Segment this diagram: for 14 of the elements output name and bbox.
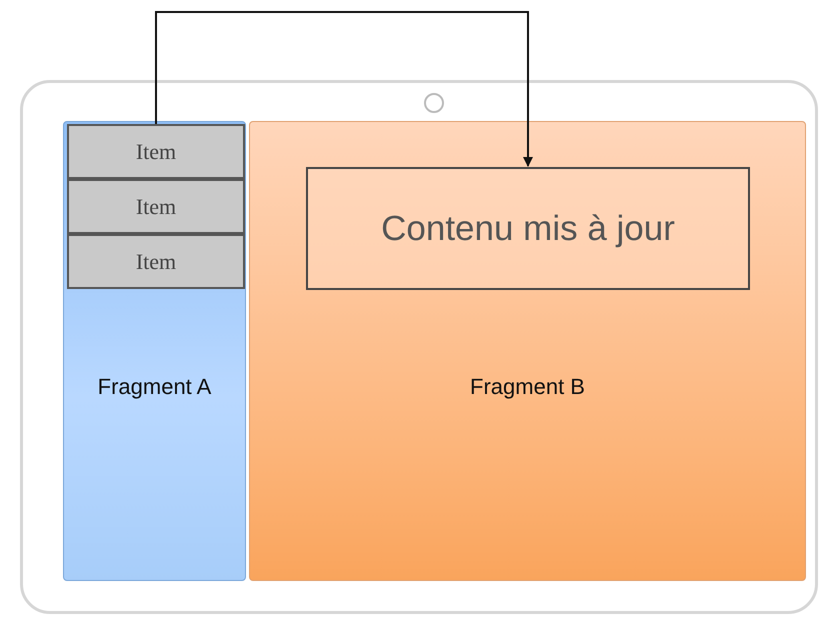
- fragment-label: Fragment A: [98, 374, 212, 400]
- list-item-box: [67, 179, 245, 234]
- item-label: Item: [136, 248, 176, 274]
- fragment-panel: [63, 121, 246, 581]
- fragment-label: Fragment B: [470, 374, 585, 400]
- content-box: [306, 167, 750, 290]
- list-item-box: [67, 124, 245, 179]
- fragment-panel: [249, 121, 806, 581]
- arrow: [155, 11, 533, 167]
- content-label: Contenu mis à jour: [381, 208, 675, 248]
- list-item-box: [67, 234, 245, 289]
- item-label: Item: [136, 138, 176, 164]
- tablet-frame: [20, 80, 818, 614]
- item-label: Item: [136, 194, 176, 220]
